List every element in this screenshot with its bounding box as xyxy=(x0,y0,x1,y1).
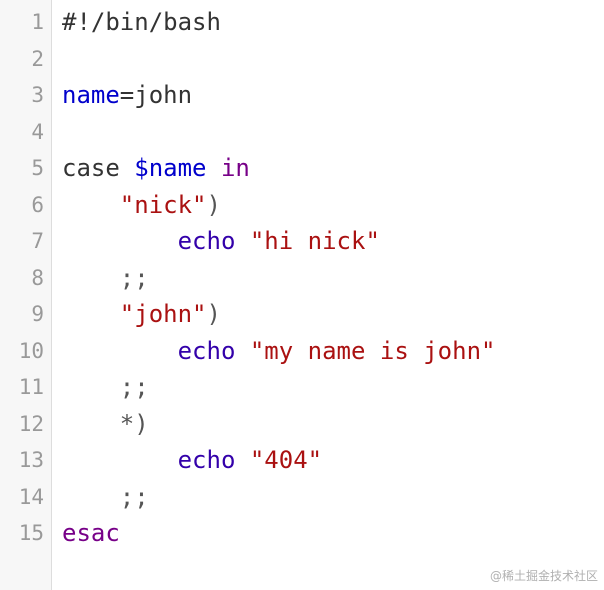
string-token: "404" xyxy=(249,446,323,474)
code-text xyxy=(235,337,249,365)
line-number: 2 xyxy=(31,46,44,71)
code-line[interactable]: ;; xyxy=(62,260,604,297)
code-line[interactable] xyxy=(62,114,604,151)
code-line[interactable]: ;; xyxy=(62,369,604,406)
code-text xyxy=(62,446,178,474)
punctuation-token: ;; xyxy=(119,263,149,292)
code-text xyxy=(62,373,120,401)
punctuation-token: *) xyxy=(119,409,149,438)
line-number: 14 xyxy=(18,484,44,509)
code-area[interactable]: #!/bin/bash name=john case $name in "nic… xyxy=(52,0,604,590)
punctuation-token: ;; xyxy=(119,482,149,511)
code-text: case xyxy=(62,154,135,182)
code-text xyxy=(62,264,120,292)
code-line[interactable]: echo "hi nick" xyxy=(62,223,604,260)
watermark: @稀土掘金技术社区 xyxy=(489,569,598,583)
line-number: 1 xyxy=(31,10,44,34)
line-number: 8 xyxy=(31,265,44,290)
line-number: 13 xyxy=(18,448,44,472)
code-text xyxy=(62,227,178,255)
line-number: 5 xyxy=(31,156,44,180)
punctuation-token: ) xyxy=(206,190,221,219)
code-line[interactable]: esac xyxy=(62,515,604,552)
punctuation-token: ;; xyxy=(119,373,149,401)
string-token: "my name is john" xyxy=(249,336,496,365)
string-token: "hi nick" xyxy=(249,227,380,255)
punctuation-token: ) xyxy=(206,300,221,328)
code-text xyxy=(62,191,120,219)
code-text xyxy=(235,446,249,474)
code-text xyxy=(62,483,120,511)
line-number: 3 xyxy=(31,83,44,107)
line-number: 12 xyxy=(18,411,44,436)
builtin-token: echo xyxy=(177,227,236,255)
code-text xyxy=(207,154,221,182)
code-line[interactable]: case $name in xyxy=(62,150,604,187)
line-number: 15 xyxy=(18,521,44,545)
code-text xyxy=(62,300,120,328)
code-text: john xyxy=(134,81,193,109)
keyword-token: in xyxy=(220,154,250,182)
string-token: "nick" xyxy=(119,190,207,219)
line-number: 6 xyxy=(31,192,44,217)
operator-token: = xyxy=(119,81,135,109)
code-line[interactable]: #!/bin/bash xyxy=(62,4,604,41)
code-line[interactable]: name=john xyxy=(62,77,604,114)
code-line[interactable]: echo "my name is john" xyxy=(62,333,604,370)
line-number: 4 xyxy=(31,119,44,144)
variable-token: $name xyxy=(134,154,207,182)
code-text xyxy=(235,227,249,255)
code-text xyxy=(62,410,120,438)
code-line[interactable]: "john") xyxy=(62,296,604,333)
code-text xyxy=(62,337,178,365)
code-line[interactable] xyxy=(62,41,604,78)
line-number: 10 xyxy=(18,338,44,363)
builtin-token: echo xyxy=(177,446,236,474)
variable-token: name xyxy=(62,81,120,109)
code-line[interactable]: ;; xyxy=(62,479,604,516)
code-line[interactable]: echo "404" xyxy=(62,442,604,479)
keyword-token: esac xyxy=(62,519,120,547)
line-number: 7 xyxy=(31,229,44,253)
string-token: "john" xyxy=(119,300,207,328)
code-text: #!/bin/bash xyxy=(62,8,221,36)
line-number: 9 xyxy=(31,302,44,326)
code-line[interactable]: *) xyxy=(62,406,604,443)
line-number: 11 xyxy=(18,375,44,399)
builtin-token: echo xyxy=(177,336,236,365)
code-line[interactable]: "nick") xyxy=(62,187,604,224)
